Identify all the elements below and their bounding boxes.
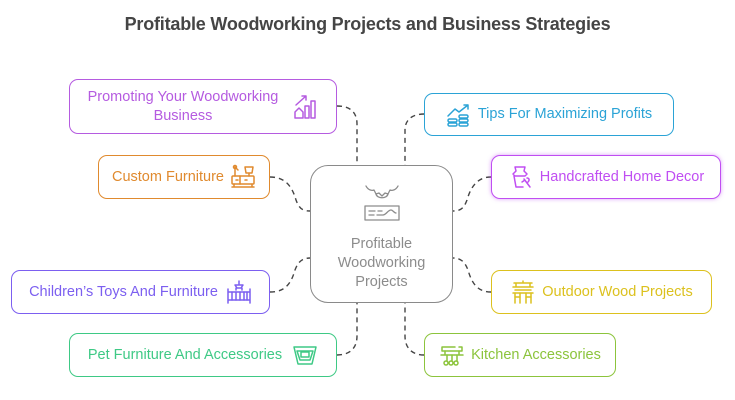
connector-pet [336, 302, 358, 356]
node-kitchen-accessories[interactable]: Kitchen Accessories [424, 333, 616, 377]
node-pet-furniture[interactable]: Pet Furniture And Accessories [69, 333, 337, 377]
node-home-decor-label: Handcrafted Home Decor [539, 168, 705, 185]
connector-outdoor [452, 257, 492, 293]
connector-tips [404, 113, 425, 165]
central-topic-node[interactable]: Profitable Woodworking Projects [310, 165, 453, 303]
coins-growth-icon [446, 102, 472, 128]
node-promoting-business[interactable]: Promoting Your Woodworking Business [69, 79, 337, 134]
pavilion-icon [510, 279, 536, 305]
node-outdoor-projects[interactable]: Outdoor Wood Projects [491, 270, 712, 314]
growth-chart-house-icon [292, 94, 318, 120]
node-childrens-toys-label: Children’s Toys And Furniture [29, 283, 218, 300]
connector-custom-furniture [269, 176, 311, 212]
connector-promoting [336, 105, 358, 165]
node-tips-profits[interactable]: Tips For Maximizing Profits [424, 93, 674, 136]
node-kitchen-accessories-label: Kitchen Accessories [471, 346, 601, 363]
utensil-rack-icon [439, 342, 465, 368]
node-home-decor[interactable]: Handcrafted Home Decor [491, 155, 721, 199]
central-topic-label: Profitable Woodworking Projects [337, 236, 426, 290]
diagram-title: Profitable Woodworking Projects and Busi… [124, 14, 611, 34]
crib-icon [226, 279, 252, 305]
node-outdoor-projects-label: Outdoor Wood Projects [542, 283, 693, 300]
connector-kitchen [404, 302, 425, 356]
furniture-set-icon [230, 164, 256, 190]
connector-childrens [269, 257, 311, 293]
node-childrens-toys[interactable]: Children’s Toys And Furniture [11, 270, 270, 314]
node-pet-furniture-label: Pet Furniture And Accessories [87, 346, 283, 363]
connector-home-decor [452, 176, 492, 212]
node-tips-profits-label: Tips For Maximizing Profits [477, 106, 653, 122]
saw-and-wood-plank-icon [360, 182, 404, 228]
pet-bed-icon [292, 342, 318, 368]
node-promoting-business-label: Promoting Your Woodworking Business [87, 88, 279, 124]
vase-brush-icon [508, 164, 534, 190]
node-custom-furniture-label: Custom Furniture [111, 168, 224, 185]
node-custom-furniture[interactable]: Custom Furniture [98, 155, 270, 199]
